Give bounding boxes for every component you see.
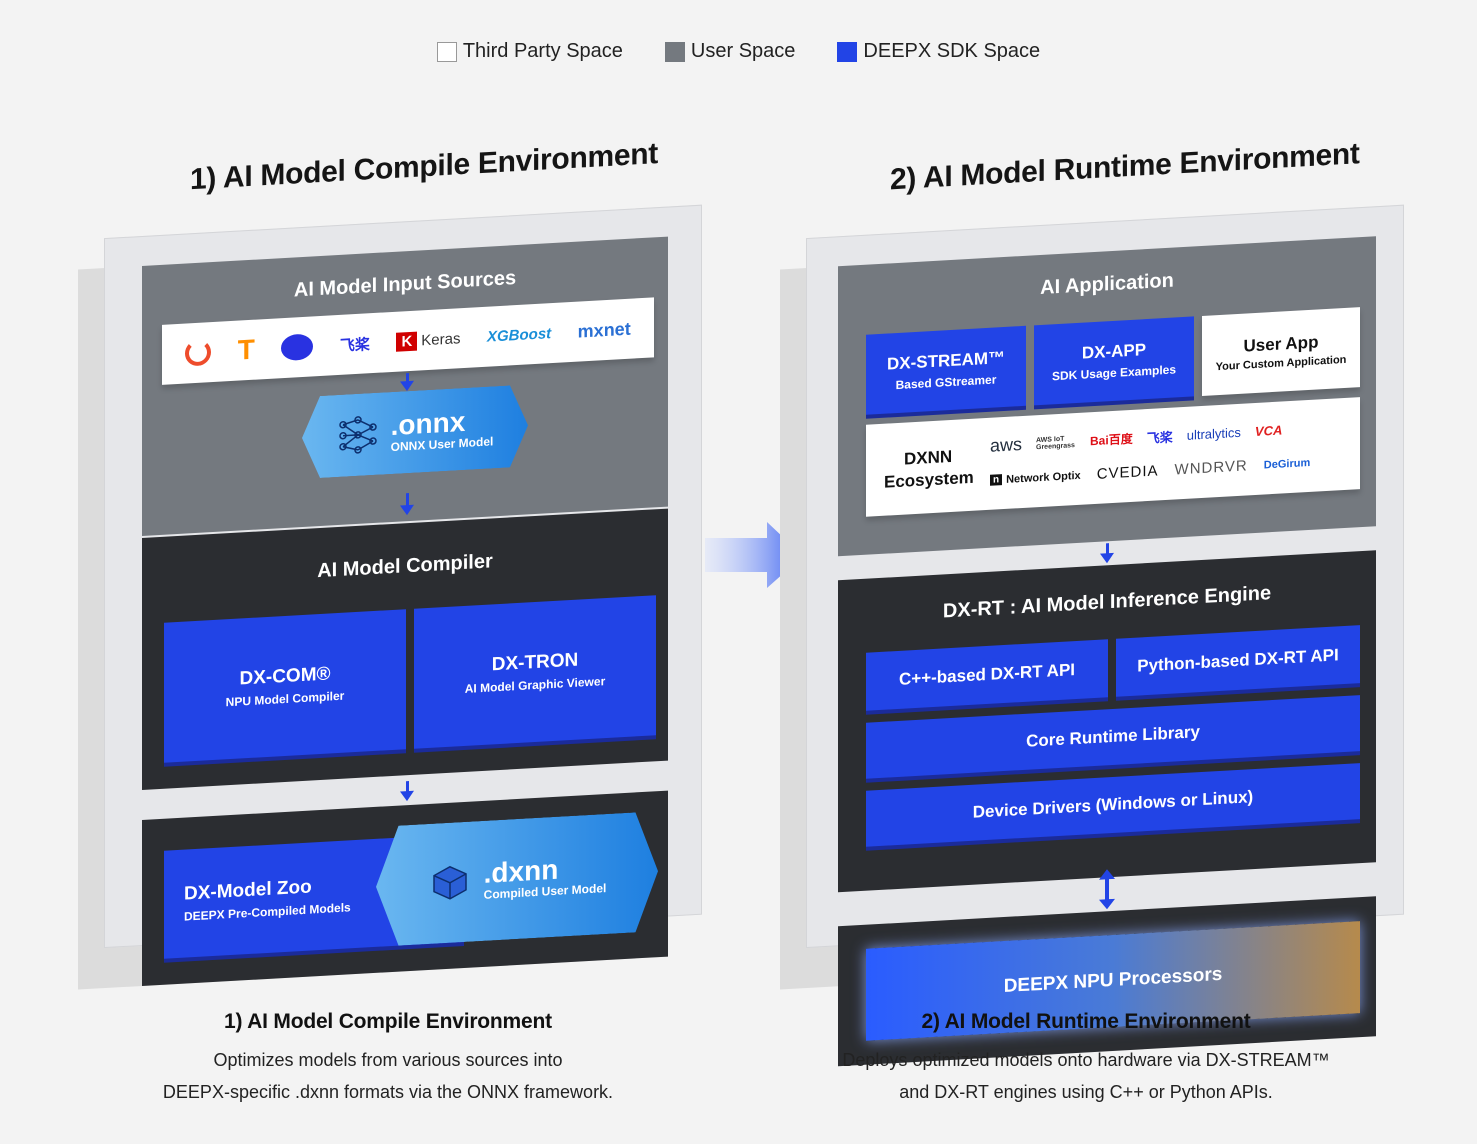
pytorch-icon xyxy=(185,339,212,367)
keras-icon: K xyxy=(396,331,418,352)
paddle-icon xyxy=(281,333,314,362)
degirum-logo: DeGirum xyxy=(1263,456,1311,472)
npu-processors-label: DEEPX NPU Processors xyxy=(1003,963,1223,998)
xgboost-logo: XGBoost xyxy=(486,324,552,346)
dxnn-text: .dxnn Compiled User Model xyxy=(484,853,607,902)
vca-logo: VCA xyxy=(1254,422,1283,440)
cpp-api-box: C++-based DX-RT API xyxy=(866,639,1108,711)
model-zoo-block: DX-Model Zoo DEEPX Pre-Compiled Models .… xyxy=(142,790,668,986)
arrow-down-icon xyxy=(400,790,414,802)
python-api-label: Python-based DX-RT API xyxy=(1137,645,1339,676)
onnx-hexagon: .onnx ONNX User Model xyxy=(302,384,528,479)
legend-label: Third Party Space xyxy=(462,40,623,62)
legend: Third Party Space User Space DEEPX SDK S… xyxy=(0,40,1477,63)
stage-title: 1) AI Model Compile Environment xyxy=(190,137,658,197)
onnx-text: .onnx ONNX User Model xyxy=(391,406,494,454)
runtime-caption: 2) AI Model Runtime Environment Deploys … xyxy=(786,1010,1386,1108)
arrow-down-icon xyxy=(1100,552,1114,564)
arrow-down-icon xyxy=(400,380,414,392)
legend-swatch-blue xyxy=(837,41,858,62)
legend-item-sdk: DEEPX SDK Space xyxy=(837,40,1040,63)
ecosystem-label: DXNN Ecosystem xyxy=(884,445,974,494)
cvedia-logo: CVEDIA xyxy=(1096,462,1159,483)
dx-app-subtitle: SDK Usage Examples xyxy=(1051,362,1177,384)
compile-caption-line: Optimizes models from various sources in… xyxy=(213,1050,563,1070)
wndrvr-logo: WNDRVR xyxy=(1174,457,1248,479)
dx-com-title: DX-COM® xyxy=(239,663,331,690)
ecosystem-logos-row1: aws AWS IoT Greengrass Bai百度 飞桨 ultralyt… xyxy=(990,419,1282,456)
runtime-caption-title: 2) AI Model Runtime Environment xyxy=(921,1010,1251,1033)
user-app-box: User App Your Custom Application xyxy=(1202,307,1360,396)
inference-engine-label: DX-RT : AI Model Inference Engine xyxy=(942,582,1272,623)
dxnn-hexagon: .dxnn Compiled User Model xyxy=(376,811,658,947)
user-app-title: User App xyxy=(1243,331,1319,356)
python-api-box: Python-based DX-RT API xyxy=(1116,625,1360,697)
dx-model-zoo-title: DX-Model Zoo xyxy=(184,876,312,905)
legend-label: DEEPX SDK Space xyxy=(863,40,1041,62)
dx-com-subtitle: NPU Model Compiler xyxy=(225,688,345,710)
dx-tron-subtitle: AI Model Graphic Viewer xyxy=(464,674,606,696)
dx-tron-box: DX-TRON AI Model Graphic Viewer xyxy=(414,595,656,749)
dx-stream-box: DX-STREAM™ Based GStreamer xyxy=(866,325,1026,415)
core-runtime-library-box: Core Runtime Library xyxy=(866,695,1360,779)
core-runtime-library-label: Core Runtime Library xyxy=(1026,722,1200,751)
paddle-text-logo: 飞桨 xyxy=(339,335,370,355)
stage-title: 2) AI Model Runtime Environment xyxy=(890,137,1360,197)
runtime-environment-stage: 2) AI Model Runtime Environment AI Appli… xyxy=(772,110,1412,1067)
big-right-arrow-icon xyxy=(705,522,803,588)
legend-label: User Space xyxy=(690,40,796,62)
dx-stream-subtitle: Based GStreamer xyxy=(895,372,997,393)
ecosystem-label-line2: Ecosystem xyxy=(884,467,974,492)
arrow-down-icon xyxy=(400,504,414,516)
neural-network-icon xyxy=(337,413,379,457)
compiler-label: AI Model Compiler xyxy=(317,550,493,583)
ultralytics-logo: ultralytics xyxy=(1186,424,1241,443)
network-optix-icon: n xyxy=(990,474,1003,486)
dx-app-title: DX-APP xyxy=(1081,340,1147,363)
cube-icon xyxy=(428,860,472,906)
legend-item-user: User Space xyxy=(664,40,796,63)
baidu-logo: Bai百度 xyxy=(1090,431,1133,449)
dx-tron-title: DX-TRON xyxy=(491,649,579,676)
dx-stream-title: DX-STREAM™ xyxy=(886,347,1006,374)
paddle-text-logo: 飞桨 xyxy=(1146,429,1173,447)
legend-item-third-party: Third Party Space xyxy=(436,40,623,63)
tensorflow-icon: T xyxy=(237,333,255,366)
legend-swatch-white xyxy=(436,41,457,62)
compile-environment-stage: 1) AI Model Compile Environment AI Model… xyxy=(70,110,710,990)
ai-application-block: AI Application DX-STREAM™ Based GStreame… xyxy=(838,236,1376,557)
bidirectional-arrow-icon xyxy=(1099,869,1115,910)
user-app-subtitle: Your Custom Application xyxy=(1215,353,1347,373)
keras-label: Keras xyxy=(421,329,461,349)
network-optix-label: Network Optix xyxy=(1006,469,1081,486)
compile-caption: 1) AI Model Compile Environment Optimize… xyxy=(88,1010,688,1108)
aws-logo: aws xyxy=(990,434,1023,456)
compile-caption-title: 1) AI Model Compile Environment xyxy=(224,1010,552,1033)
runtime-caption-line: Deploys optimized models onto hardware v… xyxy=(842,1050,1330,1070)
aws-greengrass-logo: AWS IoT Greengrass xyxy=(1036,435,1075,451)
mxnet-logo: mxnet xyxy=(577,318,631,342)
dx-app-box: DX-APP SDK Usage Examples xyxy=(1034,316,1194,406)
compiler-block: AI Model Compiler DX-COM® NPU Model Comp… xyxy=(142,508,668,790)
inference-engine-block: DX-RT : AI Model Inference Engine C++-ba… xyxy=(838,550,1376,893)
runtime-caption-line: and DX-RT engines using C++ or Python AP… xyxy=(899,1082,1273,1102)
device-drivers-box: Device Drivers (Windows or Linux) xyxy=(866,763,1360,847)
cpp-api-label: C++-based DX-RT API xyxy=(898,660,1076,689)
compile-caption-line: DEEPX-specific .dxnn formats via the ONN… xyxy=(162,1082,614,1102)
ai-application-label: AI Application xyxy=(1040,269,1174,300)
dx-com-box: DX-COM® NPU Model Compiler xyxy=(164,609,406,763)
legend-swatch-gray xyxy=(664,41,685,62)
device-drivers-label: Device Drivers (Windows or Linux) xyxy=(972,787,1254,822)
dxnn-ecosystem-strip: DXNN Ecosystem aws AWS IoT Greengrass Ba… xyxy=(866,397,1360,517)
